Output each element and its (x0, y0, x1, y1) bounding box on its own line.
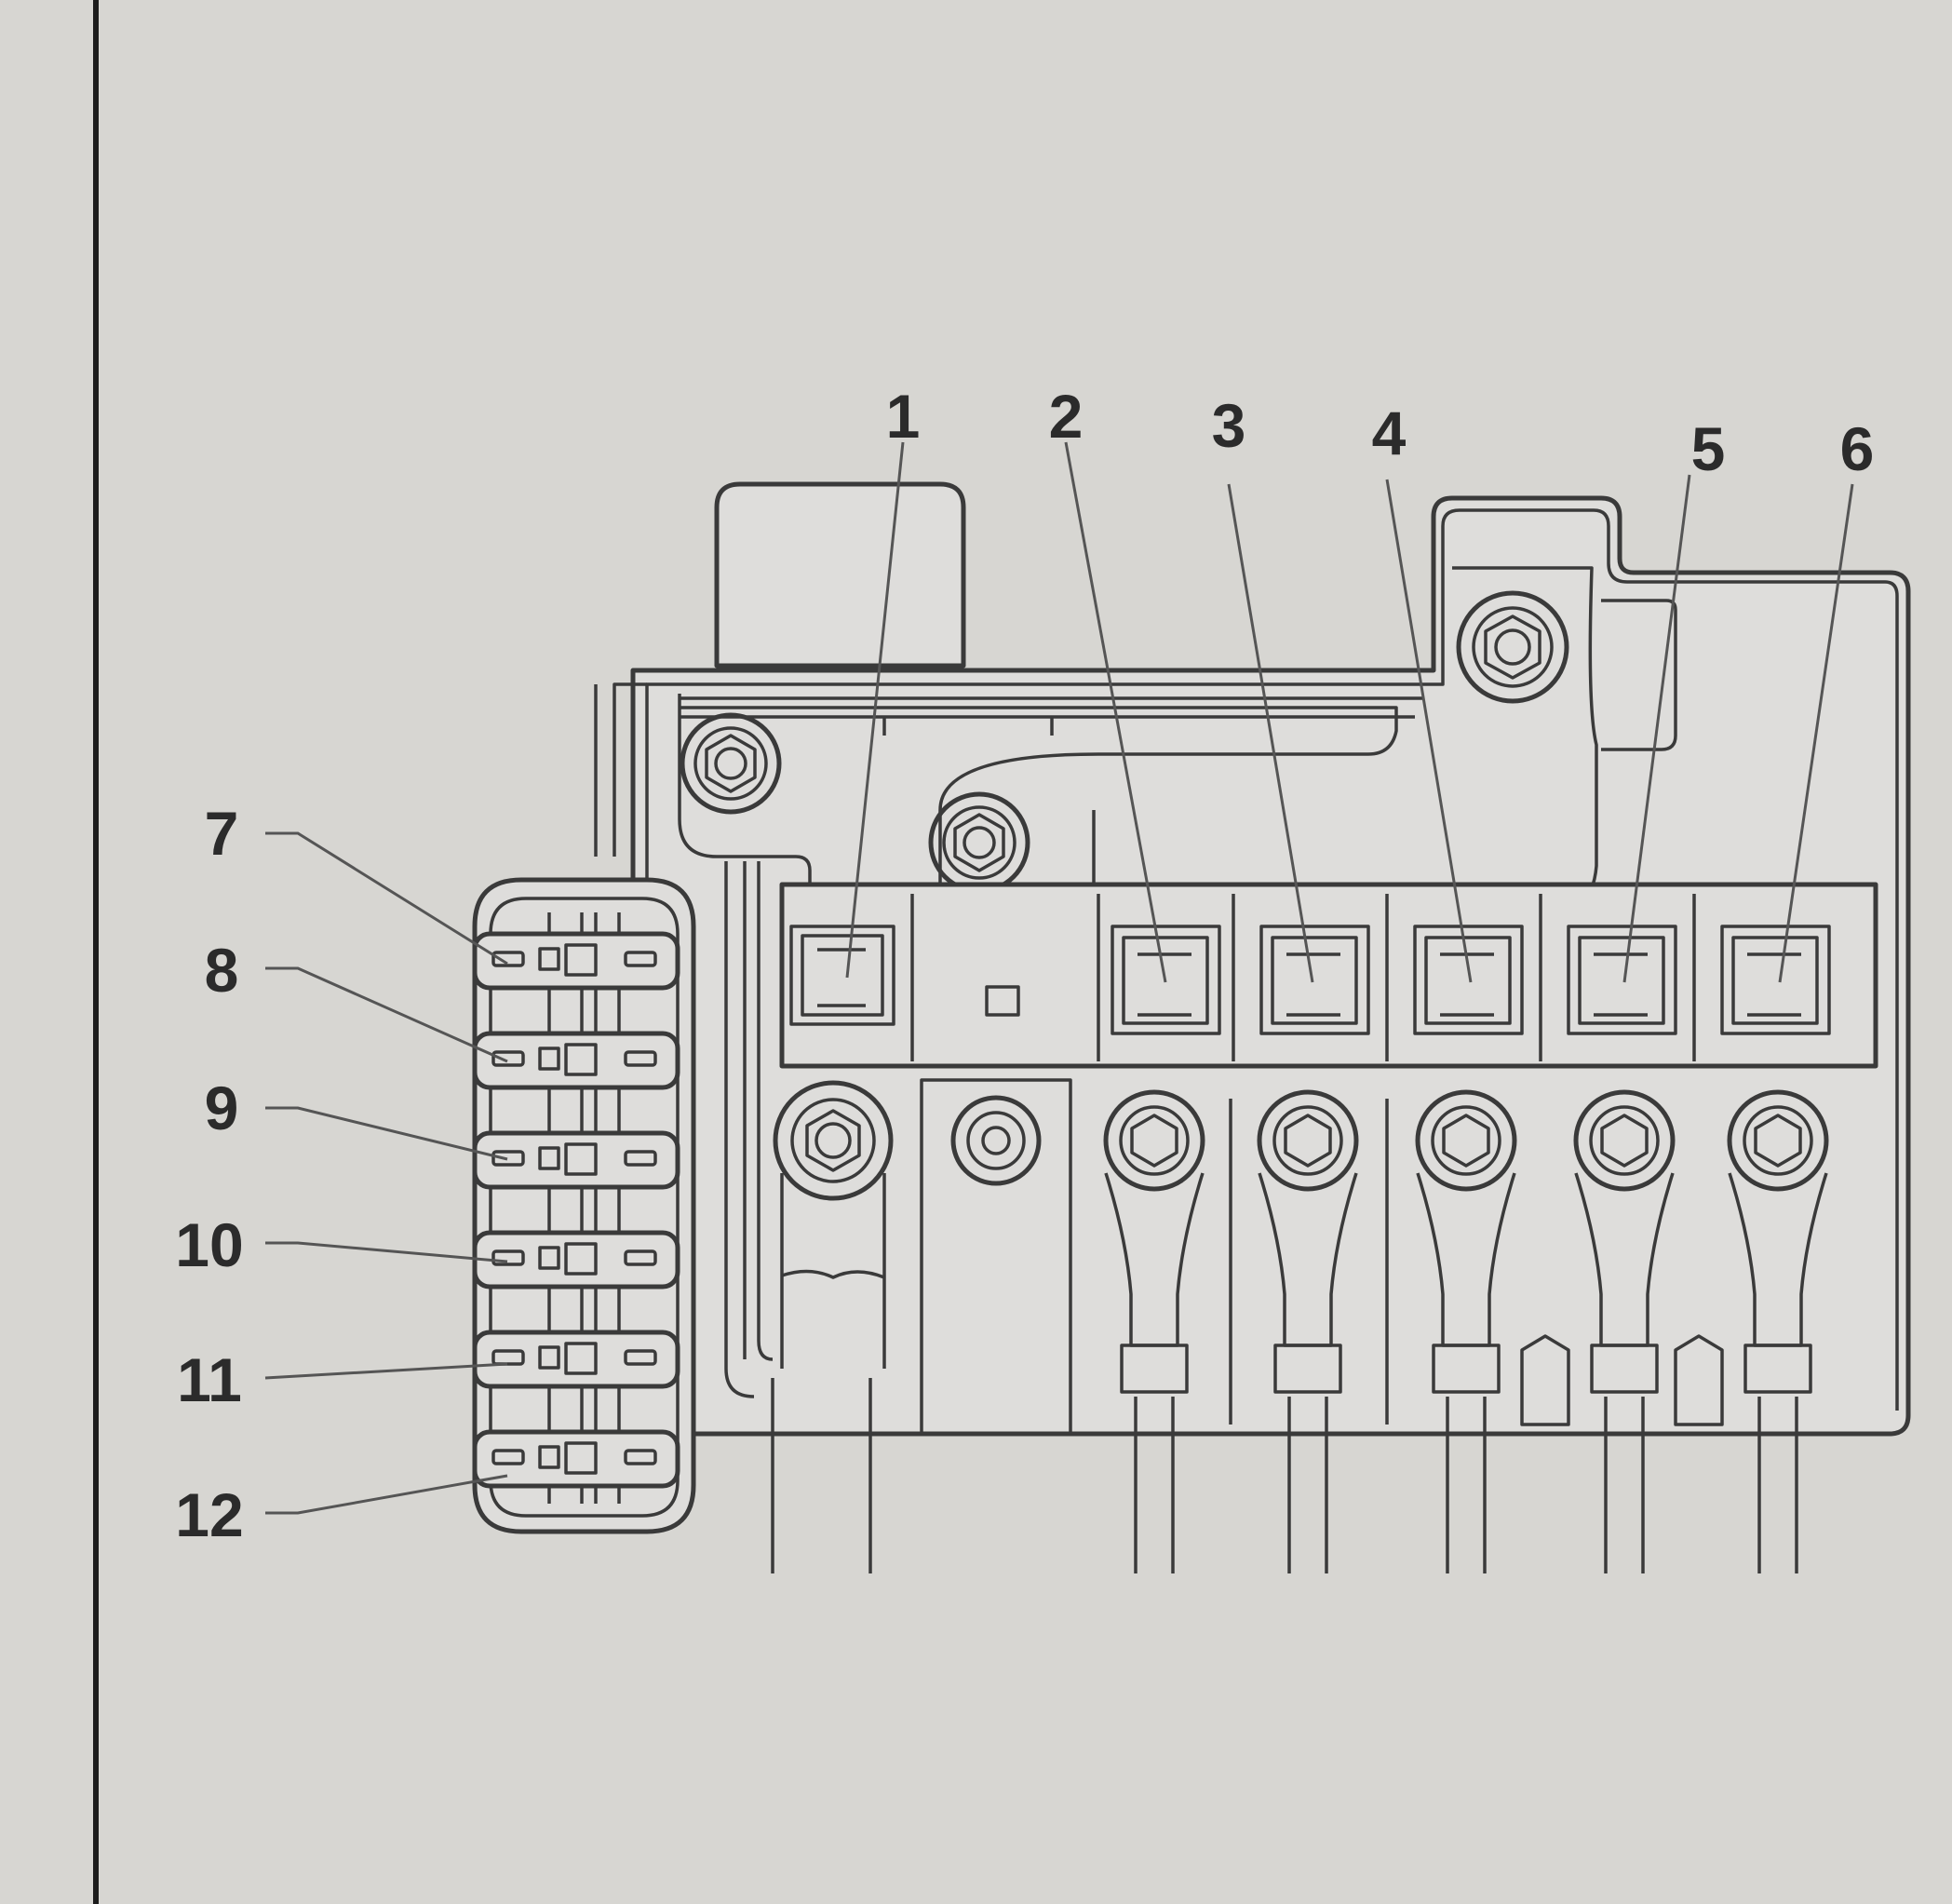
fuse-slot-center-blank (985, 985, 1020, 1017)
callout-11: 11 (177, 1345, 242, 1414)
callout-1: 1 (886, 382, 921, 451)
fuse-slot-6 (1720, 925, 1831, 1035)
fuse-slot-5 (1567, 925, 1677, 1035)
callout-leaders (264, 441, 1854, 1515)
cable-lug-2 (1103, 1089, 1205, 1573)
mini-fuse-7 (472, 931, 680, 991)
fuse-slot-1 (789, 925, 895, 1026)
fuse-slot-3 (1259, 925, 1370, 1035)
mini-fuse-11 (472, 1330, 680, 1389)
ground-stud-plate (920, 1078, 1072, 1436)
mini-fuse-10 (472, 1230, 680, 1290)
mini-fuse-8 (472, 1031, 680, 1090)
callout-labels-left: 7 8 9 10 11 12 (175, 799, 243, 1549)
mini-fuse-slots (472, 931, 680, 1489)
hex-nut-bolts (680, 590, 1569, 894)
cable-lug-5 (1573, 1089, 1676, 1573)
cable-lug-6 (1727, 1089, 1829, 1573)
bolt-upper-left (680, 712, 782, 815)
page-margin-line (93, 0, 99, 1904)
callout-labels-top: 1 2 3 4 5 6 (886, 382, 1875, 483)
cable-lug-3 (1257, 1089, 1359, 1573)
terminal-post-left (771, 1080, 894, 1573)
callout-4: 4 (1372, 398, 1407, 467)
bolt-top-right (1456, 590, 1569, 704)
callout-6: 6 (1840, 414, 1875, 483)
callout-10: 10 (175, 1210, 243, 1279)
callout-8: 8 (205, 936, 239, 1005)
cable-lug-4 (1415, 1089, 1517, 1573)
fuse-slot-2 (1111, 925, 1221, 1035)
fuse-slot-4 (1413, 925, 1524, 1035)
callout-7: 7 (205, 799, 239, 868)
callout-12: 12 (175, 1480, 243, 1549)
callout-3: 3 (1212, 391, 1246, 460)
mini-fuse-9 (472, 1130, 680, 1190)
callout-2: 2 (1049, 382, 1084, 451)
mini-fuse-12 (472, 1429, 680, 1489)
bolt-center (928, 791, 1030, 894)
callout-9: 9 (205, 1074, 239, 1142)
callout-5: 5 (1691, 414, 1726, 483)
cable-lugs (1103, 1089, 1829, 1573)
main-fuse-row (779, 882, 1878, 1069)
